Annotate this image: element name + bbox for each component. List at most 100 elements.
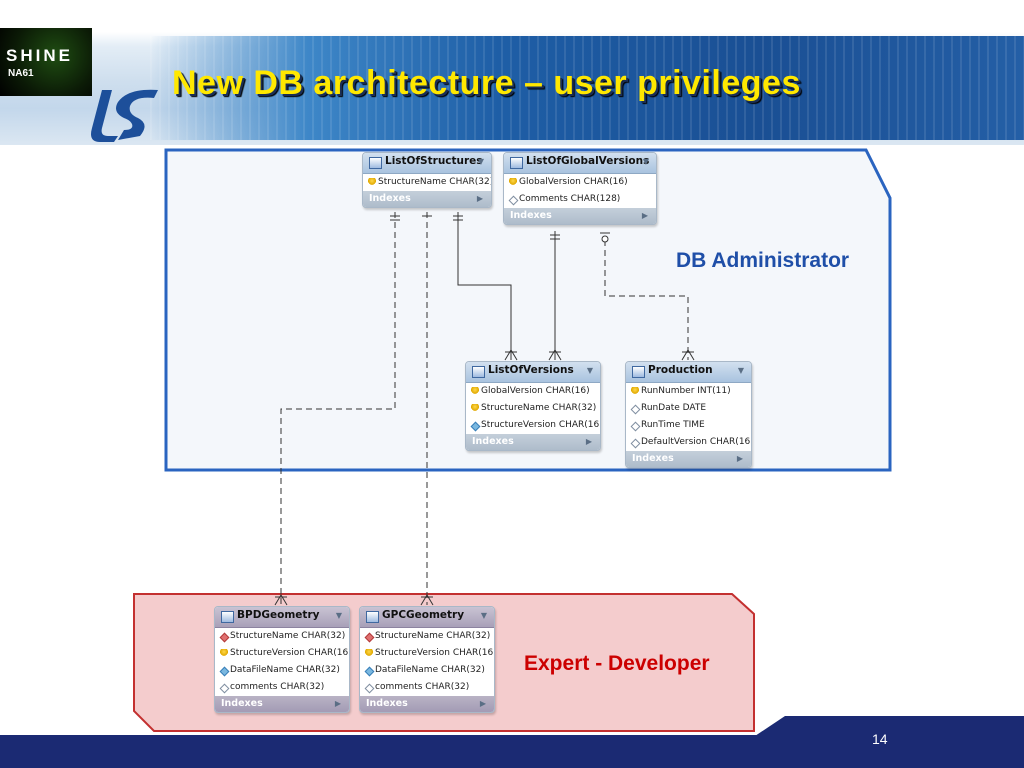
- indexes-footer[interactable]: Indexes▶: [363, 191, 491, 207]
- column-row: DataFileName CHAR(32): [215, 662, 349, 679]
- column-row: GlobalVersion CHAR(16): [466, 383, 600, 400]
- many-marker: [504, 349, 518, 361]
- column-row: Comments CHAR(128): [504, 191, 656, 208]
- diamond-red-icon: [364, 632, 375, 643]
- diamond-icon: [630, 404, 641, 415]
- many-marker: [274, 594, 288, 606]
- table-bpd-geometry[interactable]: BPDGeometry ▼ StructureName CHAR(32) Str…: [214, 606, 350, 713]
- column-row: StructureVersion CHAR(16): [215, 645, 349, 662]
- collapse-arrow-icon[interactable]: ▼: [586, 366, 593, 375]
- table-name: ListOfGlobalVersions: [526, 155, 650, 167]
- key-icon: [471, 387, 479, 395]
- table-icon: [510, 157, 523, 169]
- table-header[interactable]: BPDGeometry ▼: [215, 607, 349, 628]
- diamond-icon: [364, 683, 375, 694]
- shine-logo: SHINE NA61: [0, 28, 92, 96]
- expand-arrow-icon[interactable]: ▶: [736, 454, 743, 463]
- table-production[interactable]: Production ▼ RunNumber INT(11) RunDate D…: [625, 361, 752, 468]
- column-row: StructureName CHAR(32): [466, 400, 600, 417]
- key-icon: [509, 178, 517, 186]
- column-row: RunNumber INT(11): [626, 383, 751, 400]
- page-number: 14: [872, 731, 888, 747]
- column-row: DataFileName CHAR(32): [360, 662, 494, 679]
- expand-arrow-icon[interactable]: ▶: [479, 699, 486, 708]
- diamond-icon: [219, 683, 230, 694]
- table-list-of-global-versions[interactable]: ListOfGlobalVersions ▼ GlobalVersion CHA…: [503, 152, 657, 225]
- table-name: Production: [648, 364, 713, 376]
- column-row: comments CHAR(32): [215, 679, 349, 696]
- collapse-arrow-icon[interactable]: ▼: [477, 157, 484, 166]
- key-icon: [365, 649, 373, 657]
- table-header[interactable]: Production ▼: [626, 362, 751, 383]
- many-marker: [681, 349, 695, 361]
- column-row: StructureVersion CHAR(16): [466, 417, 600, 434]
- expand-arrow-icon[interactable]: ▶: [641, 211, 648, 220]
- column-row: comments CHAR(32): [360, 679, 494, 696]
- key-icon: [471, 404, 479, 412]
- logo-subtext: NA61: [8, 68, 34, 79]
- slide-footer: [0, 735, 1024, 768]
- diamond-icon: [630, 421, 641, 432]
- footer-notch: [755, 716, 1024, 736]
- collapse-arrow-icon[interactable]: ▼: [737, 366, 744, 375]
- key-icon: [220, 649, 228, 657]
- table-header[interactable]: GPCGeometry ▼: [360, 607, 494, 628]
- table-name: BPDGeometry: [237, 609, 320, 621]
- table-name: GPCGeometry: [382, 609, 465, 621]
- slide-title: New DB architecture – user privileges: [172, 64, 801, 102]
- one-marker: [453, 215, 463, 221]
- optional-marker: [601, 235, 609, 243]
- key-icon: [631, 387, 639, 395]
- collapse-arrow-icon[interactable]: ▼: [480, 611, 487, 620]
- table-name: ListOfVersions: [488, 364, 574, 376]
- column-row: DefaultVersion CHAR(16): [626, 434, 751, 451]
- diamond-icon: [630, 438, 641, 449]
- indexes-footer[interactable]: Indexes▶: [504, 208, 656, 224]
- table-header[interactable]: ListOfStructures ▼: [363, 153, 491, 174]
- rel-structures-bpd: [280, 212, 396, 605]
- column-row: StructureName CHAR(32): [360, 628, 494, 645]
- diamond-icon: [508, 195, 519, 206]
- collapse-arrow-icon[interactable]: ▼: [642, 157, 649, 166]
- one-marker: [390, 215, 400, 221]
- column-row: RunDate DATE: [626, 400, 751, 417]
- table-list-of-structures[interactable]: ListOfStructures ▼ StructureName CHAR(32…: [362, 152, 492, 208]
- diamond-red-icon: [219, 632, 230, 643]
- column-row: StructureName CHAR(32): [215, 628, 349, 645]
- table-name: ListOfStructures: [385, 155, 483, 167]
- header-stripes: [150, 36, 1024, 140]
- table-list-of-versions[interactable]: ListOfVersions ▼ GlobalVersion CHAR(16) …: [465, 361, 601, 451]
- table-icon: [369, 157, 382, 169]
- indexes-footer[interactable]: Indexes▶: [215, 696, 349, 712]
- expand-arrow-icon[interactable]: ▶: [476, 194, 483, 203]
- expand-arrow-icon[interactable]: ▶: [334, 699, 341, 708]
- expand-arrow-icon[interactable]: ▶: [585, 437, 592, 446]
- indexes-footer[interactable]: Indexes▶: [466, 434, 600, 450]
- expert-developer-label: Expert - Developer: [524, 652, 710, 675]
- column-row: StructureName CHAR(32): [363, 174, 491, 191]
- table-gpc-geometry[interactable]: GPCGeometry ▼ StructureName CHAR(32) Str…: [359, 606, 495, 713]
- rel-structures-versions: [457, 212, 512, 360]
- university-emblem-icon: [91, 89, 158, 142]
- column-row: StructureVersion CHAR(16): [360, 645, 494, 662]
- table-header[interactable]: ListOfVersions ▼: [466, 362, 600, 383]
- db-administrator-label: DB Administrator: [676, 249, 850, 272]
- header-band: [150, 36, 1024, 140]
- table-icon: [366, 611, 379, 623]
- table-icon: [632, 366, 645, 378]
- logo-text: SHINE: [6, 46, 73, 65]
- many-marker: [548, 349, 562, 361]
- column-row: GlobalVersion CHAR(16): [504, 174, 656, 191]
- key-icon: [368, 178, 376, 186]
- many-marker: [420, 594, 434, 606]
- indexes-footer[interactable]: Indexes▶: [360, 696, 494, 712]
- indexes-footer[interactable]: Indexes▶: [626, 451, 751, 467]
- rel-globalversions-production: [604, 240, 689, 360]
- diamond-blue-icon: [364, 666, 375, 677]
- diamond-blue-icon: [219, 666, 230, 677]
- table-header[interactable]: ListOfGlobalVersions ▼: [504, 153, 656, 174]
- table-icon: [221, 611, 234, 623]
- column-row: RunTime TIME: [626, 417, 751, 434]
- collapse-arrow-icon[interactable]: ▼: [335, 611, 342, 620]
- table-icon: [472, 366, 485, 378]
